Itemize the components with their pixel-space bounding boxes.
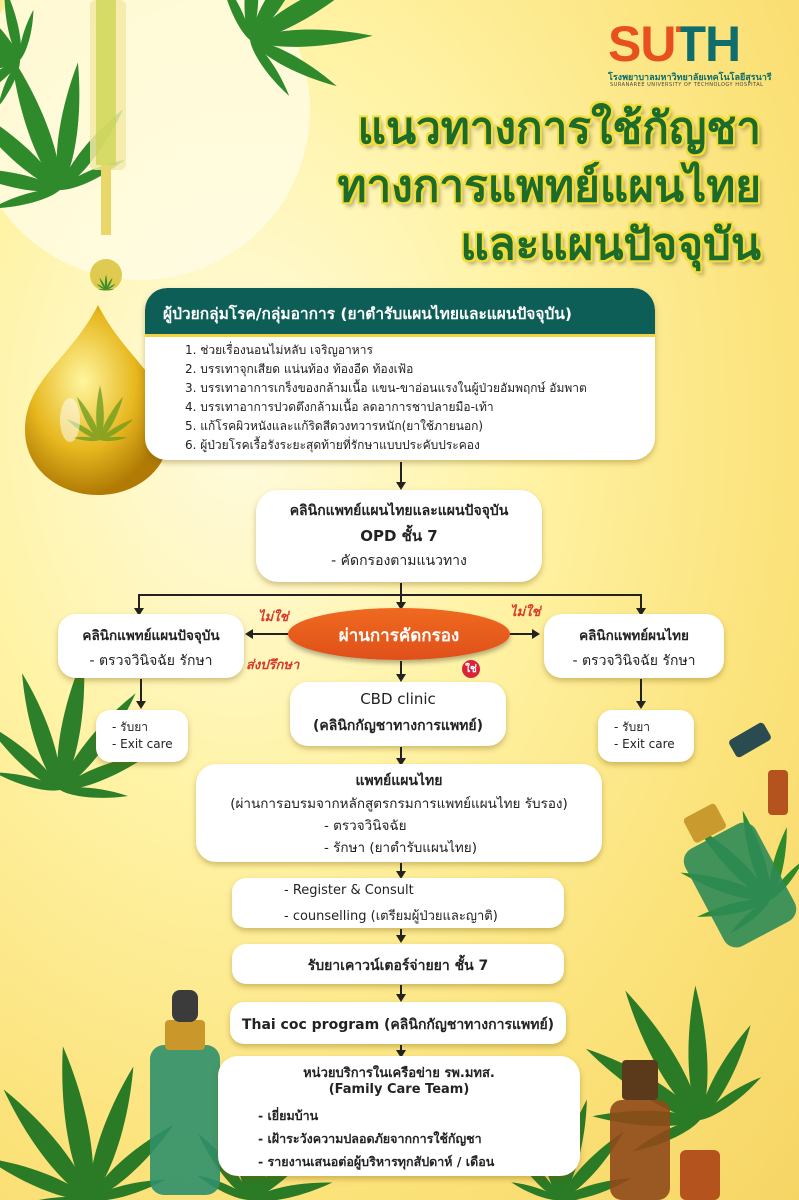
screening-label: ผ่านการคัดกรอง [338,626,460,646]
arrow-down [134,608,144,616]
thai-clinic-box: คลินิกแพทย์ผนไทย - ตรวจวินิจฉัย รักษา [544,614,724,678]
modern-clinic-sub: - ตรวจวินิจฉัย รักษา [89,653,213,669]
register-counselling: - counselling (เตรียมผู้ป่วยและญาติ) [284,909,498,924]
arrow-down [396,482,406,490]
connector [140,679,142,703]
arrow-down [396,994,406,1002]
left-result-exit: - Exit care [112,737,173,751]
connector [400,985,402,995]
network-team: (Family Care Team) [328,1082,470,1097]
arrow-down [396,935,406,943]
connector [138,594,140,608]
logo-mark: SUTH [608,18,772,70]
logo-name-th: โรงพยาบาลมหาวิทยาลัยเทคโนโลยีสุรนารี [608,73,772,83]
title-line-1: แนวทางการใช้กัญชา [357,103,761,154]
connector [252,633,288,635]
title-line-3: และแผนปัจจุบัน [460,219,761,270]
connector [510,633,532,635]
arrow-left [245,629,253,639]
label-yes: ใช่ [465,664,477,675]
arrow-down [636,701,646,709]
thai-clinic-sub: - ตรวจวินิจฉัย รักษา [572,653,696,669]
patient-groups-title: ผู้ป่วยกลุ่มโรค/กลุ่มอาการ (ยาตำรับแผนไท… [163,305,572,323]
cbd-clinic-box: CBD clinic (คลินิกกัญชาทางการแพทย์) [290,682,506,746]
arrow-down [396,758,406,766]
thai-doctor-box: แพทย์แผนไทย (ผ่านการอบรมจากหลักสูตรกรมกา… [196,764,602,862]
left-result-medicine: - รับยา [112,720,148,734]
network-box: หน่วยบริการในเครือข่าย รพ.มทส. (Family C… [218,1056,580,1176]
arrow-down [396,1050,406,1058]
thai-clinic-title: คลินิกแพทย์ผนไทย [579,628,689,644]
connector [400,583,402,595]
title-line-2: ทางการแพทย์แผนไทย [337,161,761,212]
register-consult: - Register & Consult [284,883,414,898]
network-item: - เยี่ยมบ้าน [258,1108,319,1123]
pharmacy-label: รับยาเคาวน์เตอร์จ่ายยา ชั้น 7 [307,958,489,974]
patient-groups-box: ผู้ป่วยกลุ่มโรค/กลุ่มอาการ (ยาตำรับแผนไท… [145,288,655,460]
connector [400,1045,402,1051]
cbd-clinic-sub: (คลินิกกัญชาทางการแพทย์) [312,718,484,734]
thaicoc-label: Thai coc program (คลินิกกัญชาทางการแพทย์… [241,1017,555,1033]
clinic-opd-box: คลินิกแพทย์แผนไทยและแผนปัจจุบัน OPD ชั้น… [256,490,542,582]
connector [400,747,402,759]
thai-doctor-treat: - รักษา (ยาตำรับแผนไทย) [324,840,477,856]
label-no-right: ไม่ใช่ [510,605,541,620]
logo-name-en: SURANAREE UNIVERSITY OF TECHNOLOGY HOSPI… [610,82,764,88]
arrow-down [136,701,146,709]
cbd-clinic-title: CBD clinic [360,690,436,708]
connector [640,594,642,608]
label-refer: ส่งปรึกษา [246,658,300,673]
arrow-down [636,608,646,616]
logo-mark-text: SUTH [608,16,741,72]
thai-doctor-title: แพทย์แผนไทย [355,773,443,789]
thai-doctor-diagnose: - ตรวจวินิจฉัย [324,818,407,834]
connector [400,929,402,937]
register-box: - Register & Consult - counselling (เตรี… [232,878,564,928]
clinic-opd-title: คลินิกแพทย์แผนไทยและแผนปัจจุบัน [289,503,509,519]
patient-group-item: 5. แก้โรคผิวหนังและแก้ริดสีดวงทวารหนัก(ย… [185,419,484,433]
pharmacy-box: รับยาเคาวน์เตอร์จ่ายยา ชั้น 7 [232,944,564,984]
connector [400,863,402,873]
network-title: หน่วยบริการในเครือข่าย รพ.มทส. [303,1066,495,1081]
arrow-down [396,602,406,610]
label-yes-badge: ใช่ [462,660,480,678]
connector [640,679,642,703]
right-result-exit: - Exit care [614,737,675,751]
arrow-down [396,674,406,682]
patient-groups-header: ผู้ป่วยกลุ่มโรค/กลุ่มอาการ (ยาตำรับแผนไท… [145,288,655,337]
connector [400,462,402,484]
connector [400,594,402,604]
patient-group-item: 4. บรรเทาอาการปวดตึงกล้ามเนื้อ ลดอาการชา… [185,400,494,414]
clinic-opd-floor: OPD ชั้น 7 [360,527,438,545]
logo: SUTH โรงพยาบาลมหาวิทยาลัยเทคโนโลยีสุรนาร… [604,18,776,88]
right-result-medicine: - รับยา [614,720,650,734]
label-no-left: ไม่ใช่ [258,610,289,625]
patient-group-item: 1. ช่วยเรื่องนอนไม่หลับ เจริญอาหาร [185,343,373,357]
patient-group-item: 6. ผู้ป่วยโรคเรื้อรังระยะสุดท้ายที่รักษา… [185,438,480,452]
network-item: - รายงานเสนอต่อผู้บริหารทุกสัปดาห์ / เดื… [258,1154,495,1169]
screening-decision: ผ่านการคัดกรอง [288,608,510,660]
thaicoc-box: Thai coc program (คลินิกกัญชาทางการแพทย์… [230,1002,566,1044]
patient-group-item: 3. บรรเทาอาการเกร็งของกล้ามเนื้อ แขน-ขาอ… [185,381,587,395]
network-item: - เฝ้าระวังความปลอดภัยจากการใช้กัญชา [258,1131,482,1146]
patient-group-item: 2. บรรเทาจุกเสียด แน่นท้อง ท้องอืด ท้องเ… [185,362,414,376]
modern-clinic-box: คลินิกแพทย์แผนปัจจุบัน - ตรวจวินิจฉัย รั… [58,614,244,678]
arrow-right [532,629,540,639]
thai-doctor-training: (ผ่านการอบรมจากหลักสูตรกรมการแพทย์แผนไทย… [230,796,568,812]
connector [138,594,642,596]
arrow-down [396,871,406,879]
right-result-box: - รับยา - Exit care [598,710,694,762]
left-result-box: - รับยา - Exit care [96,710,188,762]
clinic-opd-screening: - คัดกรองตามแนวทาง [331,553,467,569]
modern-clinic-title: คลินิกแพทย์แผนปัจจุบัน [82,628,220,644]
connector [400,661,402,675]
